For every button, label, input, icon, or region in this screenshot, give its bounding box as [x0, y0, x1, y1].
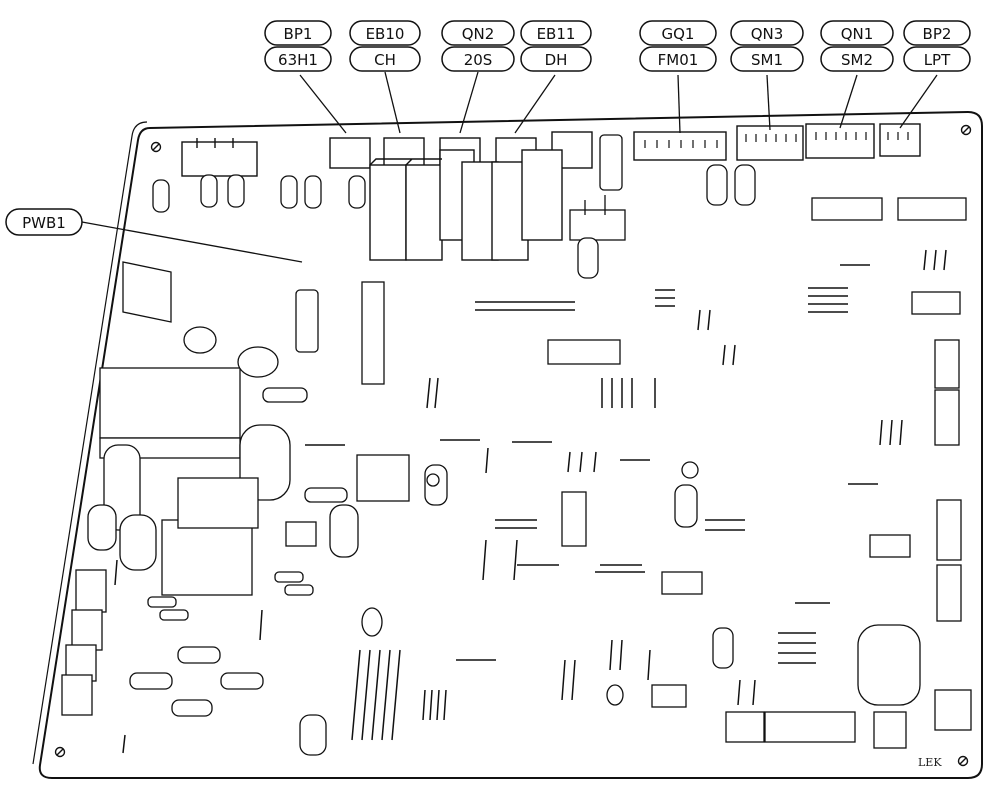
callout-qn1-bottom: SM2 — [841, 51, 873, 69]
callout-gq1-bottom: FM01 — [658, 51, 699, 69]
callout-pwb1: PWB1 — [5, 208, 83, 236]
callout-bp1-bottom: 63H1 — [278, 51, 318, 69]
trace-marks — [114, 249, 947, 754]
callout-eb11-top: EB11 — [537, 25, 576, 43]
callout-bp2-bottom: LPT — [924, 51, 951, 69]
leader-lines — [81, 71, 938, 263]
callout-eb10: EB10 CH — [349, 20, 421, 72]
mounting-holes — [54, 124, 972, 767]
callout-qn3-bottom: SM1 — [751, 51, 783, 69]
callout-qn3: QN3 SM1 — [730, 20, 804, 72]
corner-mark: LEK — [918, 756, 942, 769]
callout-bp1-top: BP1 — [284, 25, 313, 43]
board-outline — [32, 110, 983, 779]
callout-qn2: QN2 20S — [441, 20, 515, 72]
callout-bp2-top: BP2 — [923, 25, 952, 43]
callout-qn1-top: QN1 — [841, 25, 874, 43]
components — [61, 164, 972, 756]
board-label: PWB1 — [22, 214, 66, 232]
callout-bp1: BP1 63H1 — [264, 20, 332, 72]
callout-gq1-top: GQ1 — [662, 25, 695, 43]
relay-block — [369, 149, 563, 261]
callout-qn2-top: QN2 — [462, 25, 495, 43]
callout-eb10-top: EB10 — [366, 25, 405, 43]
fuse-top — [569, 134, 626, 241]
callout-qn1: QN1 SM2 — [820, 20, 894, 72]
callout-gq1: GQ1 FM01 — [639, 20, 717, 72]
callout-eb11: EB11 DH — [520, 20, 592, 72]
callout-eb10-bottom: CH — [374, 51, 396, 69]
callout-qn2-bottom: 20S — [464, 51, 493, 69]
connector-pins — [644, 132, 909, 148]
callout-bp2: BP2 LPT — [903, 20, 971, 72]
callout-eb11-bottom: DH — [545, 51, 568, 69]
callout-qn3-top: QN3 — [751, 25, 784, 43]
